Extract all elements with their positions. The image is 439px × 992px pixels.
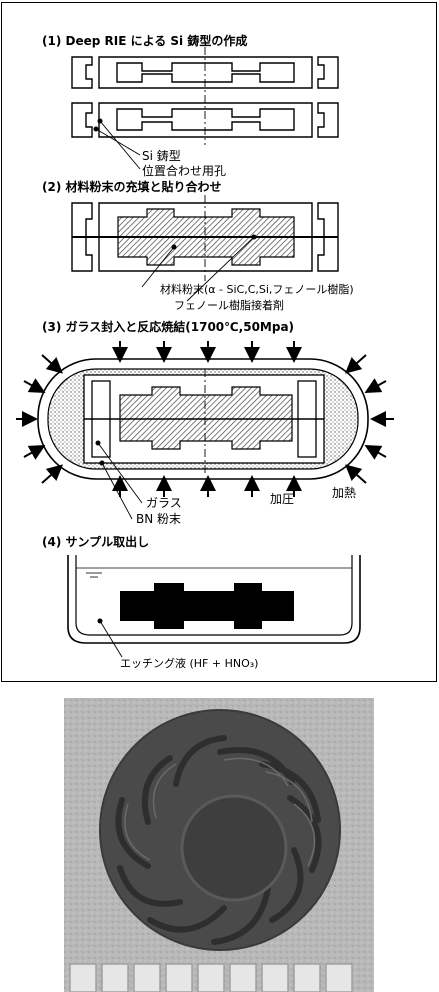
bonded-mold [71,202,339,272]
pressure-arrows [16,341,394,497]
etch-bath [67,555,361,644]
process-diagram: (1) Deep RIE による Si 鋳型の作成 Si 鋳型 位置合わせ用孔 … [16,33,394,670]
si-mold-label: Si 鋳型 [142,149,181,163]
si-mold-bottom [71,102,339,138]
step2-title: (2) 材料粉末の充填と貼り合わせ [42,179,222,194]
heating-label: 加熱 [332,486,356,500]
step1-title: (1) Deep RIE による Si 鋳型の作成 [42,33,247,48]
etchant-label: エッチング液 (HF + HNO₃) [120,656,258,670]
process-diagram-frame: (1) Deep RIE による Si 鋳型の作成 Si 鋳型 位置合わせ用孔 … [1,2,437,682]
disc-hub [180,794,288,902]
pressure-label: 加圧 [270,492,294,506]
turbine-disc-image [64,698,374,992]
sintered-part-fill [119,386,293,450]
released-part [120,583,294,629]
step3-title: (3) ガラス封入と反応焼結(1700℃,50Mpa) [42,319,294,334]
alignment-hole-label: 位置合わせ用孔 [142,163,226,178]
sample-photograph [64,698,374,992]
spiral-blades [115,735,322,945]
bn-powder-label: BN 粉末 [136,512,181,526]
material-powder-label: 材料粉末(α - SiC,C,Si,フェノール樹脂) [160,282,354,296]
si-mold-top [71,56,339,89]
phenol-adhesive-label: フェノール樹脂接着剤 [174,298,284,312]
scale-tiles [69,963,353,992]
glass-label: ガラス [146,496,182,510]
step4-title: (4) サンプル取出し [42,534,149,549]
